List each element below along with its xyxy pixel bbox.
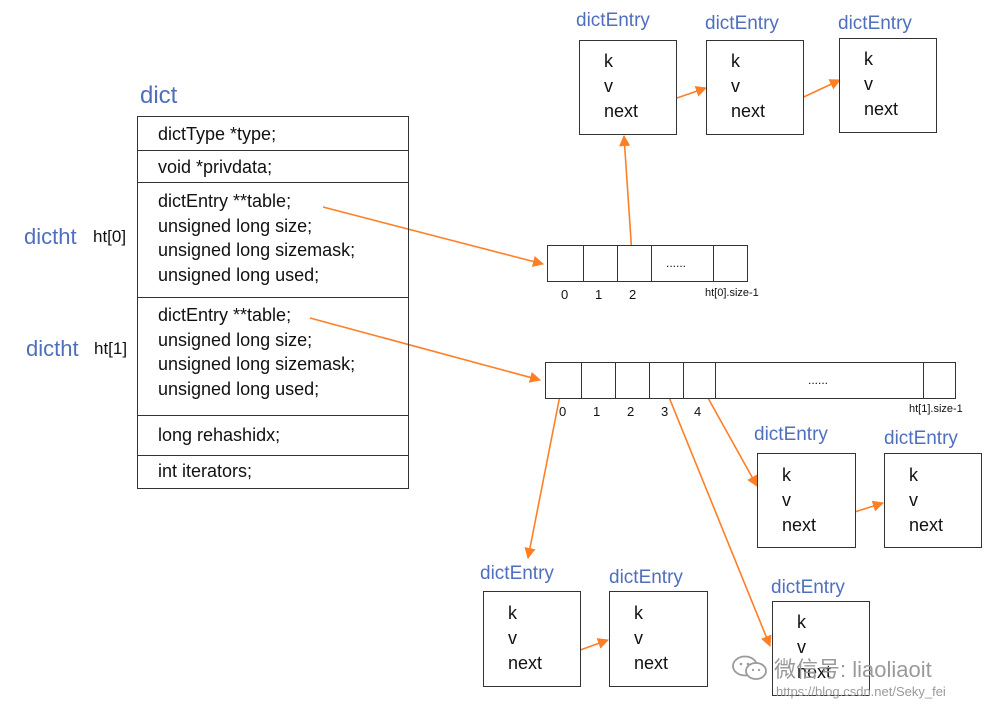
dict-entry-mid-2: k v next xyxy=(884,453,982,548)
ht1-index-4: 4 xyxy=(694,404,702,419)
ht0-slot-ellipsis: ...... xyxy=(651,245,714,282)
ht1-end-label: ht[1].size-1 xyxy=(909,403,963,415)
dict-entry-top-1: k v next xyxy=(579,40,677,135)
ht1-slot-last xyxy=(923,362,956,399)
ht1-slot-1 xyxy=(581,362,616,399)
dict-row-ht1: dictEntry **table; unsigned long size; u… xyxy=(138,298,408,416)
dict-entry-top-2: k v next xyxy=(706,40,804,135)
dict-row-ht0: dictEntry **table; unsigned long size; u… xyxy=(138,183,408,298)
entry-title-mid-2: dictEntry xyxy=(884,428,958,449)
dict-row-type: dictType *type; xyxy=(138,117,408,151)
dictht-label-0: dictht xyxy=(24,224,77,249)
entry-title-bot-1: dictEntry xyxy=(480,563,554,584)
dict-entry-bot-2: k v next xyxy=(609,591,708,687)
ht0-slot-last xyxy=(713,245,748,282)
ht0-index-1: 1 xyxy=(595,287,603,302)
arrow-ht1-table xyxy=(309,317,542,383)
dict-entry-top-3: k v next xyxy=(839,38,937,133)
ht1-slot-4 xyxy=(683,362,716,399)
entry-title-top-3: dictEntry xyxy=(838,13,912,34)
entry-title-top-1: dictEntry xyxy=(576,10,650,31)
ht0-slot-0 xyxy=(547,245,584,282)
wechat-watermark: 微信号: liaoliaoit xyxy=(732,652,932,684)
ht1-index-2: 2 xyxy=(627,404,635,419)
arrow-slot3-entry xyxy=(661,379,772,648)
dict-row-privdata: void *privdata; xyxy=(138,151,408,183)
wechat-id-text: 微信号: liaoliaoit xyxy=(774,657,932,682)
entry-title-mid-1: dictEntry xyxy=(754,424,828,445)
entry-title-bot-3: dictEntry xyxy=(771,577,845,598)
entry-title-bot-2: dictEntry xyxy=(609,567,683,588)
dict-struct: dictType *type; void *privdata; dictEntr… xyxy=(137,116,409,489)
csdn-url-watermark: https://blog.csdn.net/Seky_fei xyxy=(776,684,946,699)
ht0-slot-1 xyxy=(583,245,618,282)
dict-entry-mid-1: k v next xyxy=(757,453,856,548)
ht1-slot-ellipsis: ...... xyxy=(715,362,924,399)
ht1-slot-2 xyxy=(615,362,650,399)
ht1-index-0: 0 xyxy=(559,404,567,419)
ht0-table: ...... xyxy=(547,245,748,282)
arrow-ht0-table xyxy=(322,206,545,267)
ht1-label: ht[1] xyxy=(94,339,128,358)
ht1-slot-0 xyxy=(545,362,582,399)
ht1-index-1: 1 xyxy=(593,404,601,419)
ht1-index-3: 3 xyxy=(661,404,669,419)
ht0-slot-2 xyxy=(617,245,652,282)
ht0-index-0: 0 xyxy=(561,287,569,302)
ht0-label: ht[0] xyxy=(93,227,127,246)
arrow-slot0-entry xyxy=(524,379,564,560)
ht0-end-label: ht[0].size-1 xyxy=(705,287,759,299)
dict-entry-bot-1: k v next xyxy=(483,591,581,687)
entry-title-top-2: dictEntry xyxy=(705,13,779,34)
dict-row-rehashidx: long rehashidx; xyxy=(138,416,408,456)
dict-row-iterators: int iterators; xyxy=(158,461,253,481)
dict-title: dict xyxy=(140,82,178,109)
wechat-icon xyxy=(732,655,767,680)
ht1-table: ...... xyxy=(545,362,956,399)
dictht-label-1: dictht xyxy=(26,336,79,361)
dict-entry-bot-3: k v next xyxy=(772,601,870,696)
ht0-index-2: 2 xyxy=(629,287,637,302)
ht1-slot-3 xyxy=(649,362,684,399)
